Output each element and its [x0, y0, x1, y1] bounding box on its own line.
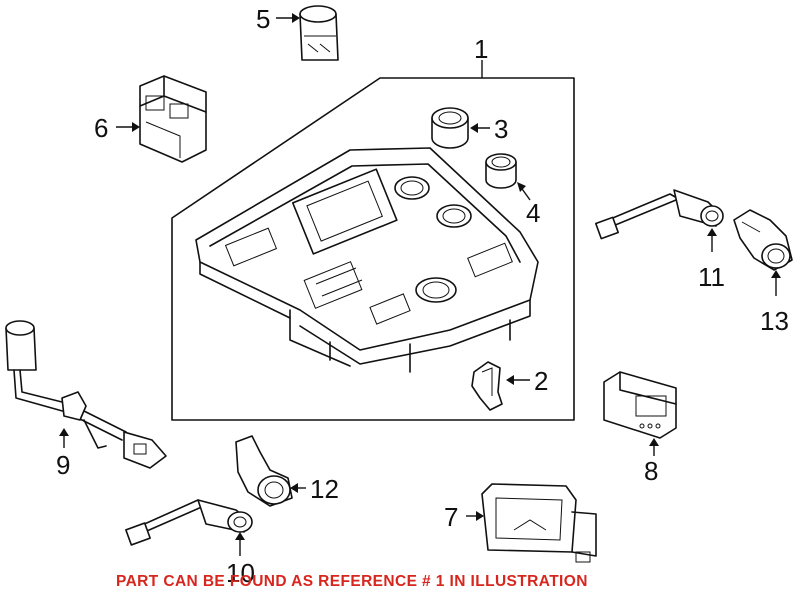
callout-8: 8	[644, 456, 658, 486]
part-4-knob	[485, 153, 517, 189]
callout-1: 1	[474, 34, 488, 64]
arrow-11	[707, 228, 717, 236]
reference-notice: PART CAN BE FOUND AS REFERENCE # 1 IN IL…	[116, 573, 588, 590]
callout-12: 12	[310, 474, 339, 504]
arrow-12	[290, 483, 298, 493]
part-6-switch-block	[139, 75, 207, 163]
arrow-7	[476, 511, 484, 521]
part-7-switch-panel	[481, 483, 597, 563]
callout-10: 10	[226, 558, 255, 588]
arrow-3	[470, 123, 478, 133]
part-12-sensor	[235, 435, 293, 507]
part-9-harness	[5, 320, 167, 469]
callout-6: 6	[94, 113, 108, 143]
arrow-4	[517, 182, 526, 192]
part-1-console-panel	[195, 147, 539, 373]
part-11-sensor	[595, 189, 724, 240]
callout-4: 4	[526, 198, 540, 228]
part-13-sensor	[733, 209, 793, 271]
arrow-8	[649, 438, 659, 446]
part-2-clip	[471, 361, 503, 411]
callout-9: 9	[56, 450, 70, 480]
arrow-13	[771, 270, 781, 278]
part-5-switch	[299, 5, 339, 61]
assembly-frame	[171, 77, 575, 421]
callout-2: 2	[534, 366, 548, 396]
arrow-6	[132, 122, 140, 132]
callout-5: 5	[256, 4, 270, 34]
arrow-2	[506, 375, 514, 385]
callout-11: 11	[698, 262, 725, 292]
arrow-5	[292, 13, 300, 23]
part-3-knob	[431, 107, 469, 149]
callout-13: 13	[760, 306, 789, 336]
part-10-sensor	[125, 499, 253, 546]
callout-3: 3	[494, 114, 508, 144]
callout-7: 7	[444, 502, 458, 532]
arrow-10	[235, 532, 245, 540]
part-8-switch	[603, 371, 677, 439]
arrow-9	[59, 428, 69, 436]
